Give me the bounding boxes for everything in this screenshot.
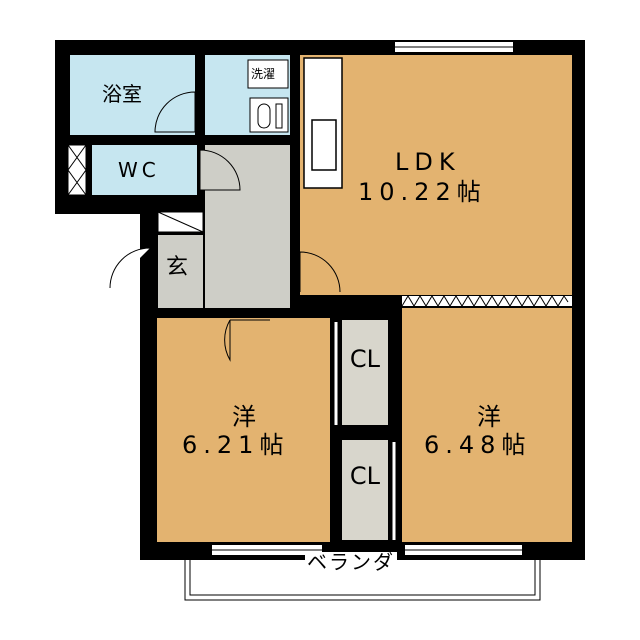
kitchen-sink — [311, 119, 337, 171]
western-room-2-floor — [402, 308, 572, 542]
washer-box — [247, 59, 289, 89]
western-room-1-door — [224, 319, 270, 362]
entrance-door — [109, 247, 151, 289]
entrance-label: 玄 — [166, 255, 189, 280]
wc-door — [199, 149, 241, 191]
closet-1-floor — [342, 320, 388, 425]
closet-2-floor — [342, 440, 388, 540]
bath-door — [154, 91, 196, 133]
ldk-size: 10.22帖 — [358, 178, 487, 206]
ldk-door — [299, 251, 341, 293]
partition-strip — [402, 296, 572, 306]
balcony-outline — [184, 560, 541, 601]
closet-2-label: CL — [349, 462, 381, 490]
wc-label: WC — [118, 158, 160, 182]
closet-1-label: CL — [349, 345, 381, 373]
storage-cross — [67, 144, 87, 196]
ldk-floor — [300, 55, 572, 295]
balcony-label: ベランダ — [305, 550, 397, 574]
western-room-2-name: 洋 — [477, 403, 507, 431]
wash-basin-tap — [275, 103, 283, 129]
western-room-1-name: 洋 — [232, 403, 262, 431]
ldk-name: LDK — [395, 148, 461, 176]
western-room-1-size: 6.21帖 — [182, 431, 290, 459]
laundry-label: 洗濯 — [251, 67, 276, 81]
western-room-1-floor — [157, 318, 330, 542]
shoe-box-diag — [157, 211, 204, 233]
bath-label: 浴室 — [102, 82, 142, 106]
wash-basin-bowl — [257, 103, 271, 129]
western-room-2-size: 6.48帖 — [424, 431, 532, 459]
wc-floor — [92, 145, 197, 195]
partition-zigzag — [401, 295, 569, 307]
storage-strip — [67, 144, 87, 196]
entrance-floor — [158, 235, 203, 308]
